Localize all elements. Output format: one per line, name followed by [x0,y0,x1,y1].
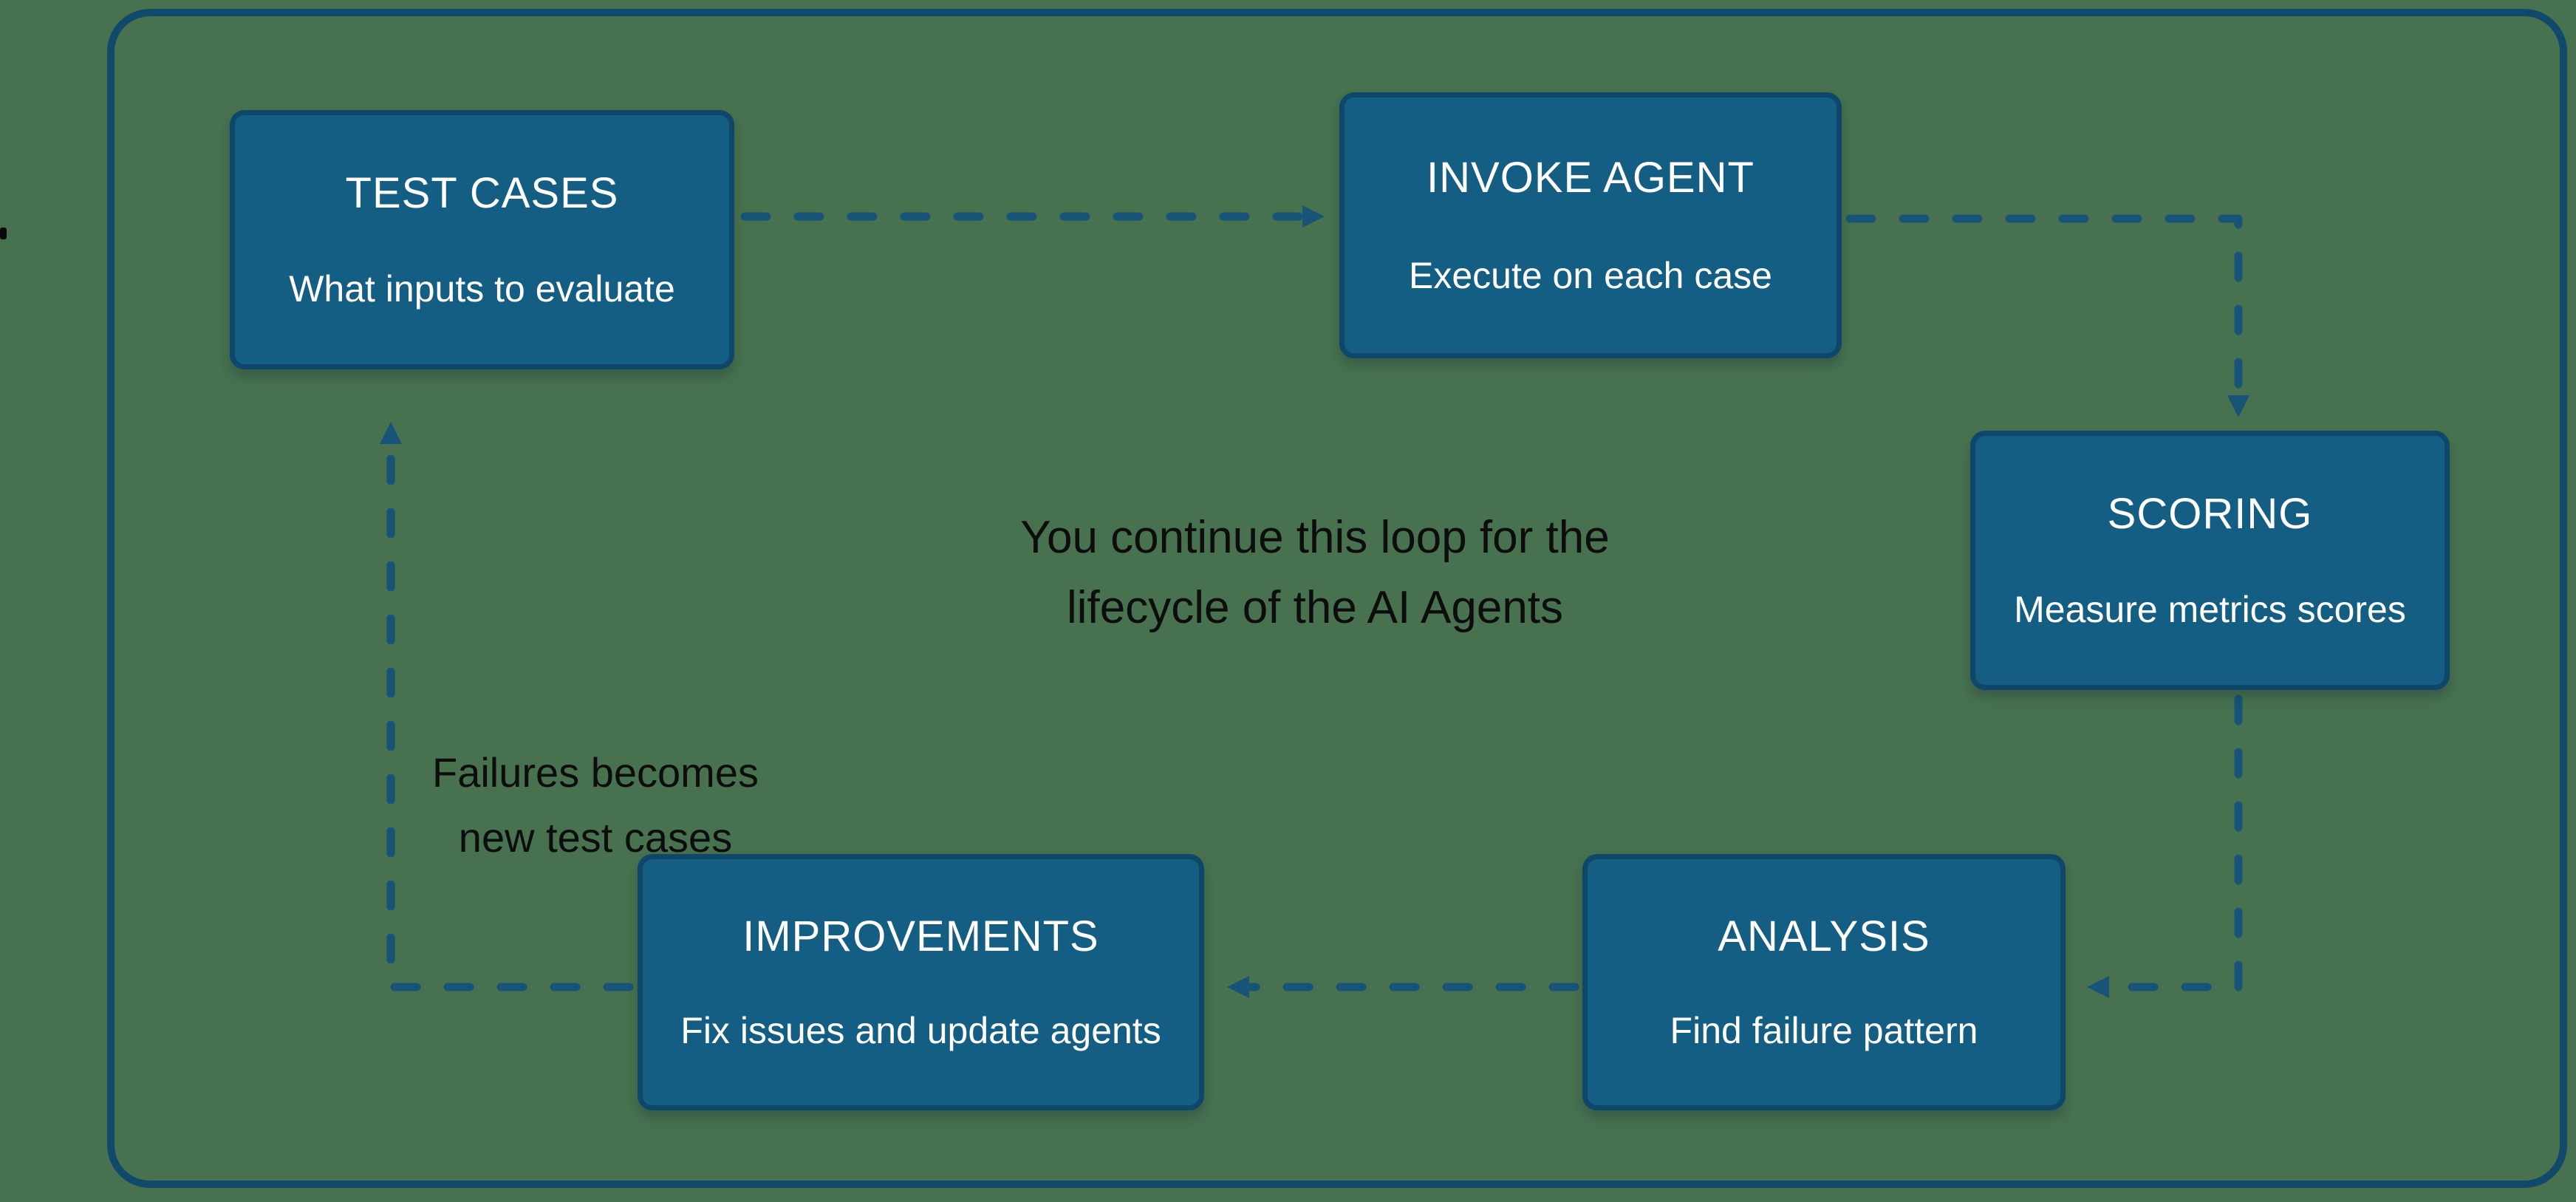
node-invoke-agent-title: INVOKE AGENT [1427,154,1755,202]
node-scoring: SCORING Measure metrics scores [1970,431,2450,690]
failures-note-line2: new test cases [458,814,733,861]
node-analysis: ANALYSIS Find failure pattern [1582,854,2066,1110]
node-improvements: IMPROVEMENTS Fix issues and update agent… [638,854,1204,1110]
node-analysis-title: ANALYSIS [1718,912,1930,960]
node-analysis-subtitle: Find failure pattern [1670,1010,1978,1052]
node-test-cases: TEST CASES What inputs to evaluate [230,110,734,369]
failures-note: Failures becomes new test cases [411,740,780,870]
node-test-cases-subtitle: What inputs to evaluate [289,267,675,310]
node-scoring-title: SCORING [2107,490,2313,539]
loop-note-line1: You continue this loop for the [1020,512,1610,563]
node-improvements-subtitle: Fix issues and update agents [680,1010,1161,1052]
node-scoring-subtitle: Measure metrics scores [2014,588,2406,630]
node-invoke-agent-subtitle: Execute on each case [1409,254,1772,296]
node-invoke-agent: INVOKE AGENT Execute on each case [1339,92,1842,358]
loop-frame [107,9,2567,1188]
loop-note: You continue this loop for the lifecycle… [946,502,1684,643]
node-test-cases-title: TEST CASES [345,169,619,218]
loop-note-line2: lifecycle of the AI Agents [1066,582,1564,633]
failures-note-line1: Failures becomes [432,749,759,796]
edge-artifact [0,228,7,239]
node-improvements-title: IMPROVEMENTS [742,912,1099,960]
